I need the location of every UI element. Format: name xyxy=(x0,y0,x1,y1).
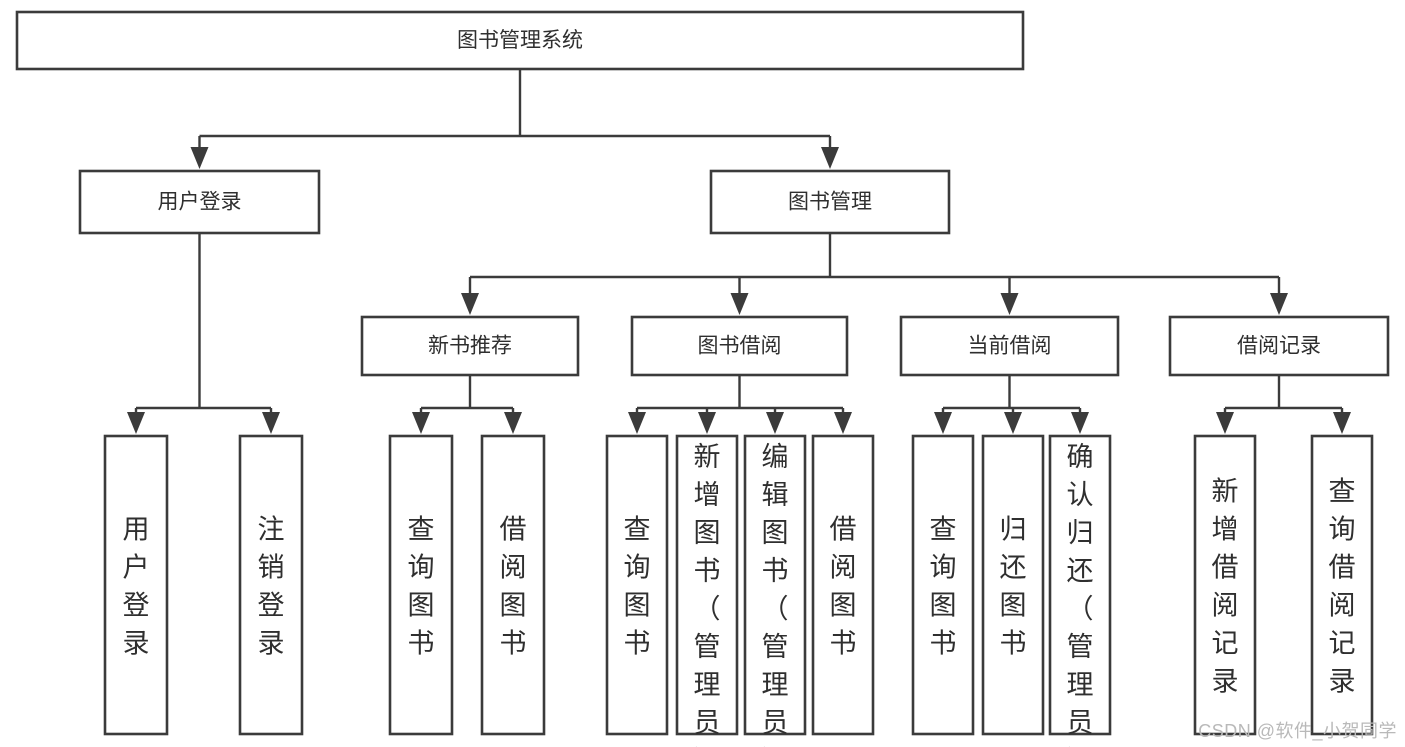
watermark-text: CSDN @软件_小贺同学 xyxy=(1198,721,1397,741)
node-box-leaf-confirm-return xyxy=(1048,434,1112,736)
node-box-leaf-query-book-2 xyxy=(605,434,669,736)
node-box-leaf-edit-book xyxy=(743,434,807,736)
node-label-root: 图书管理系统 xyxy=(457,29,583,52)
node-label-leaf-edit-book: 编辑图书（管理员） xyxy=(762,442,789,747)
node-box-leaf-query-book-3 xyxy=(911,434,975,736)
node-book-manage[interactable]: 图书管理 xyxy=(709,169,951,235)
node-leaf-query-book-2[interactable]: 查询图书 xyxy=(605,434,669,736)
arrow-head-icon-leaf-query-book-2 xyxy=(628,412,646,434)
arrow-head-icon-leaf-borrow-book-2 xyxy=(834,412,852,434)
node-label-user-login: 用户登录 xyxy=(158,191,242,214)
node-box-leaf-user-logout xyxy=(238,434,304,736)
arrow-head-icon-leaf-user-logout xyxy=(262,412,280,434)
node-box-leaf-add-record xyxy=(1193,434,1257,736)
node-label-leaf-query-book-1: 查询图书 xyxy=(408,515,435,659)
node-label-leaf-add-record: 新增借阅记录 xyxy=(1212,477,1239,697)
node-leaf-borrow-book-1[interactable]: 借阅图书 xyxy=(480,434,546,736)
arrow-head-icon-leaf-add-record xyxy=(1216,412,1234,434)
node-label-borrow-record: 借阅记录 xyxy=(1237,335,1321,358)
arrow-head-icon-leaf-user-login xyxy=(127,412,145,434)
arrow-head-icon-book-borrow xyxy=(730,293,749,315)
node-label-leaf-return-book: 归还图书 xyxy=(1000,515,1027,659)
node-box-leaf-borrow-book-2 xyxy=(811,434,875,736)
node-label-leaf-query-book-2: 查询图书 xyxy=(624,515,651,659)
node-current-borrow[interactable]: 当前借阅 xyxy=(899,315,1120,377)
node-box-leaf-borrow-book-1 xyxy=(480,434,546,736)
node-leaf-user-login[interactable]: 用户登录 xyxy=(103,434,169,736)
node-box-user-login xyxy=(78,169,321,235)
node-label-leaf-borrow-book-2: 借阅图书 xyxy=(830,515,857,659)
arrow-head-icon-leaf-query-book-3 xyxy=(934,412,952,434)
node-leaf-query-book-1[interactable]: 查询图书 xyxy=(388,434,454,736)
node-label-leaf-query-book-3: 查询图书 xyxy=(930,515,957,659)
node-box-book-manage xyxy=(709,169,951,235)
node-leaf-add-book[interactable]: 新增图书（管理员） xyxy=(675,434,739,747)
arrow-head-icon-leaf-confirm-return xyxy=(1071,412,1089,434)
node-new-book-recommend[interactable]: 新书推荐 xyxy=(360,315,580,377)
arrow-head-icon-leaf-borrow-book-1 xyxy=(504,412,522,434)
node-box-leaf-query-record xyxy=(1310,434,1374,736)
arrow-head-icon-leaf-query-record xyxy=(1333,412,1351,434)
node-box-leaf-query-book-1 xyxy=(388,434,454,736)
node-leaf-query-book-3[interactable]: 查询图书 xyxy=(911,434,975,736)
node-box-book-borrow xyxy=(630,315,849,377)
node-user-login[interactable]: 用户登录 xyxy=(78,169,321,235)
arrow-head-icon-leaf-return-book xyxy=(1004,412,1022,434)
node-borrow-record[interactable]: 借阅记录 xyxy=(1168,315,1390,377)
node-layer: 图书管理系统用户登录图书管理新书推荐图书借阅当前借阅借阅记录用户登录注销登录查询… xyxy=(15,10,1390,747)
node-box-borrow-record xyxy=(1168,315,1390,377)
node-label-leaf-query-record: 查询借阅记录 xyxy=(1329,477,1356,697)
arrow-head-icon-leaf-query-book-1 xyxy=(412,412,430,434)
node-label-leaf-confirm-return: 确认归还（管理员） xyxy=(1067,442,1094,747)
arrow-head-icon-current-borrow xyxy=(1000,293,1019,315)
node-leaf-edit-book[interactable]: 编辑图书（管理员） xyxy=(743,434,807,747)
node-leaf-confirm-return[interactable]: 确认归还（管理员） xyxy=(1048,434,1112,747)
arrow-head-icon-new-book-recommend xyxy=(461,293,479,315)
node-leaf-user-logout[interactable]: 注销登录 xyxy=(238,434,304,736)
node-box-new-book-recommend xyxy=(360,315,580,377)
node-label-current-borrow: 当前借阅 xyxy=(968,335,1052,358)
node-label-leaf-user-logout: 注销登录 xyxy=(258,515,285,659)
arrow-head-icon-borrow-record xyxy=(1270,293,1288,315)
node-box-leaf-user-login xyxy=(103,434,169,736)
arrow-head-icon-leaf-add-book xyxy=(698,412,716,434)
node-label-leaf-add-book: 新增图书（管理员） xyxy=(694,442,721,747)
node-box-leaf-add-book xyxy=(675,434,739,736)
node-leaf-query-record[interactable]: 查询借阅记录 xyxy=(1310,434,1374,736)
node-label-book-manage: 图书管理 xyxy=(788,191,872,214)
node-leaf-borrow-book-2[interactable]: 借阅图书 xyxy=(811,434,875,736)
node-label-book-borrow: 图书借阅 xyxy=(698,335,782,358)
node-leaf-return-book[interactable]: 归还图书 xyxy=(981,434,1045,736)
node-box-leaf-return-book xyxy=(981,434,1045,736)
arrow-head-icon-user-login xyxy=(190,147,209,169)
node-label-leaf-borrow-book-1: 借阅图书 xyxy=(500,515,527,659)
node-leaf-add-record[interactable]: 新增借阅记录 xyxy=(1193,434,1257,736)
node-label-new-book-recommend: 新书推荐 xyxy=(428,335,512,358)
connector-layer xyxy=(127,69,1351,434)
node-root[interactable]: 图书管理系统 xyxy=(15,10,1025,71)
node-label-leaf-user-login: 用户登录 xyxy=(123,515,150,659)
node-box-current-borrow xyxy=(899,315,1120,377)
arrow-head-icon-leaf-edit-book xyxy=(766,412,784,434)
node-box-root xyxy=(15,10,1025,71)
node-book-borrow[interactable]: 图书借阅 xyxy=(630,315,849,377)
arrow-head-icon-book-manage xyxy=(821,147,839,169)
